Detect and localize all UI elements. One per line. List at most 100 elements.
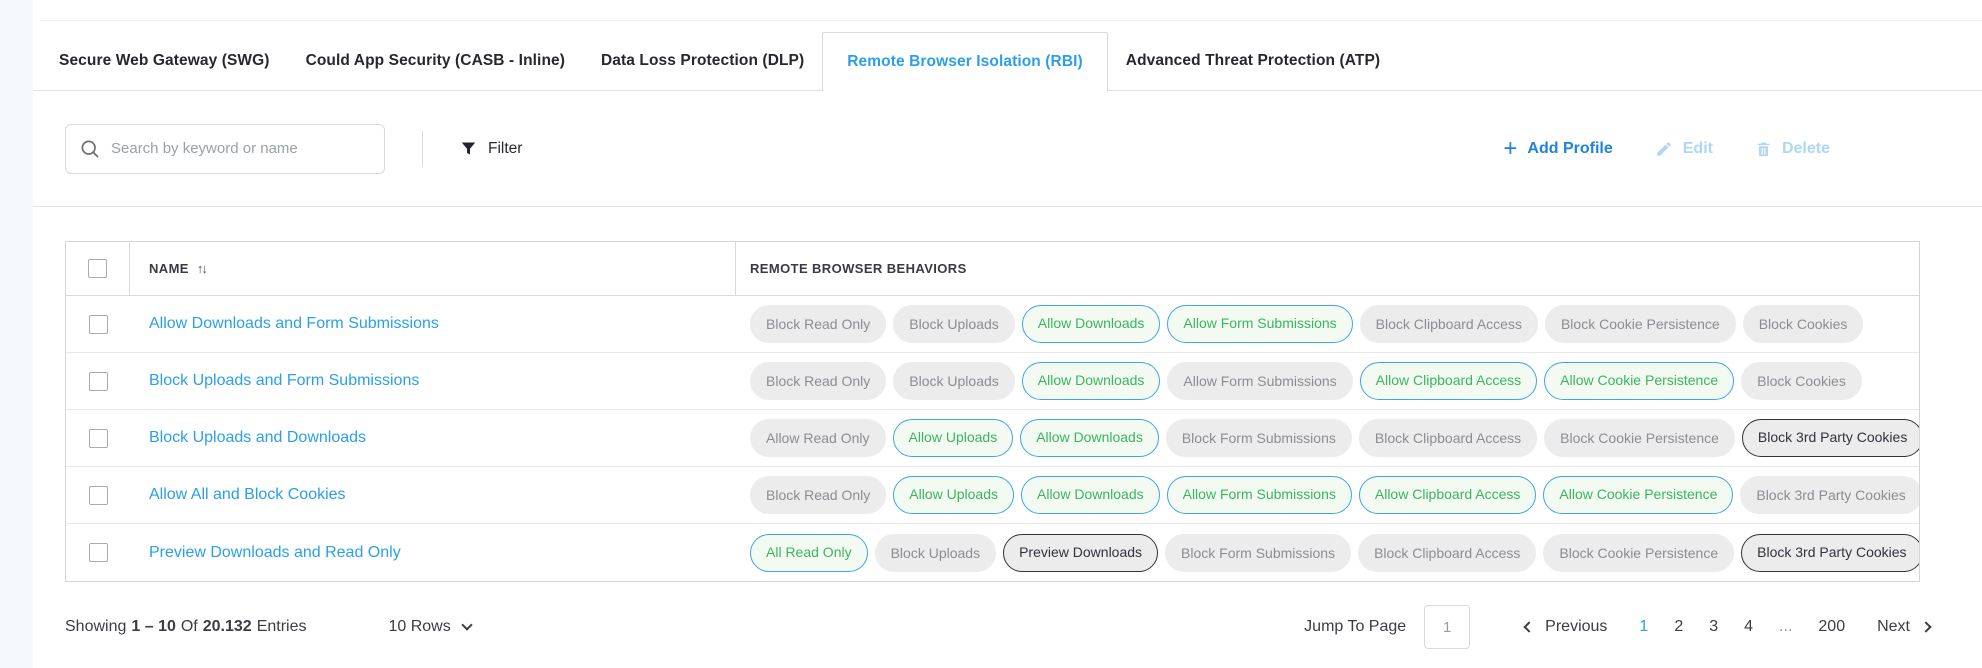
behavior-badge: Allow Downloads (1020, 419, 1159, 457)
search-icon (81, 140, 99, 157)
profile-name-link[interactable]: Block Uploads and Form Submissions (149, 372, 420, 389)
next-page-button[interactable]: Next (1877, 618, 1932, 636)
toolbar-actions: + Add Profile Edit Delete (1503, 134, 1830, 162)
edit-button[interactable]: Edit (1655, 140, 1713, 158)
pagination: Previous 1 2 3 4... 200 Next (1523, 618, 1932, 636)
add-profile-button[interactable]: + Add Profile (1503, 134, 1613, 162)
tab-secure-web-gateway-swg[interactable]: Secure Web Gateway (SWG) (59, 52, 270, 69)
name-column-header[interactable]: NAME ↑↓ (130, 242, 736, 295)
behavior-badge: Allow Downloads (1021, 476, 1160, 514)
page-4[interactable]: 4 (1744, 618, 1754, 635)
row-name-cell: Allow Downloads and Form Submissions (130, 296, 736, 352)
behavior-badge: Allow Read Only (750, 419, 886, 457)
behavior-badge: Block Read Only (750, 476, 887, 514)
row-name-cell: Block Uploads and Downloads (130, 410, 736, 466)
behavior-badge: Block Cookie Persistence (1543, 533, 1735, 572)
chevron-right-icon (1920, 621, 1932, 633)
chevron-down-icon (461, 619, 473, 631)
behavior-badge: Allow Uploads (893, 476, 1014, 514)
behavior-badge: Block 3rd Party Cookies (1741, 533, 1919, 572)
profile-name-link[interactable]: Block Uploads and Downloads (149, 429, 367, 446)
profile-name-link[interactable]: Allow All and Block Cookies (149, 486, 346, 503)
behaviors-column-label: REMOTE BROWSER BEHAVIORS (750, 261, 967, 276)
row-checkbox-cell (66, 410, 130, 466)
behavior-badge: Allow Cookie Persistence (1544, 362, 1735, 400)
page-1[interactable]: 1 (1639, 618, 1649, 635)
tab-advanced-threat-protection-atp[interactable]: Advanced Threat Protection (ATP) (1125, 52, 1381, 69)
behavior-badge: Block Uploads (874, 533, 997, 572)
profile-name-link[interactable]: Preview Downloads and Read Only (149, 543, 401, 561)
profile-name-link[interactable]: Allow Downloads and Form Submissions (149, 315, 439, 332)
table-row: Block Uploads and Downloads Allow Read On… (66, 410, 1919, 467)
tab-remote-browser-isolation-rbi[interactable]: Remote Browser Isolation (RBI) (822, 32, 1108, 91)
behavior-badge: Block Uploads (893, 362, 1015, 400)
showing-entries-label: Entries (256, 618, 307, 635)
rows-per-page-select[interactable]: 10 Rows (388, 618, 473, 636)
behavior-badge: Allow Downloads (1021, 362, 1161, 400)
showing-range: 1 – 10 (131, 618, 176, 635)
showing-total: 20.132 (202, 618, 252, 635)
behavior-badge: Block Clipboard Access (1358, 533, 1537, 572)
plus-icon: + (1503, 134, 1518, 162)
behavior-badge: Block 3rd Party Cookies (1741, 419, 1919, 457)
behavior-badge: Allow Form Submissions (1167, 305, 1353, 343)
page-left-gutter (0, 0, 33, 668)
row-checkbox[interactable] (88, 543, 108, 562)
row-checkbox-cell (66, 296, 130, 352)
behavior-badge: Block Read Only (750, 362, 887, 400)
add-profile-label: Add Profile (1527, 139, 1613, 157)
row-name-cell: Preview Downloads and Read Only (130, 524, 736, 581)
edit-label: Edit (1682, 139, 1713, 157)
delete-label: Delete (1781, 139, 1830, 157)
page-2[interactable]: 2 (1674, 618, 1684, 635)
showing-of: Of (180, 618, 198, 635)
showing-entries-text: Showing 1 – 10 Of 20.132 Entries (65, 618, 306, 636)
page-ellipsis: ... (1779, 618, 1793, 635)
behavior-badge: Block Form Submissions (1165, 533, 1352, 572)
tab-could-app-security-casb-inline[interactable]: Could App Security (CASB - Inline) (305, 52, 565, 69)
profiles-table: NAME ↑↓ REMOTE BROWSER BEHAVIORS Allow D… (65, 241, 1920, 582)
rows-per-page-value: 10 Rows (388, 618, 451, 635)
delete-button[interactable]: Delete (1755, 140, 1830, 158)
behavior-badge: Block Clipboard Access (1359, 305, 1538, 343)
name-column-label: NAME (149, 261, 189, 276)
table-row: Block Uploads and Form Submissions Block … (66, 353, 1919, 410)
toolbar: Filter + Add Profile Edit Delete (33, 91, 1982, 207)
page-200[interactable]: 200 (1818, 618, 1846, 635)
behavior-badge: Block Uploads (893, 305, 1015, 343)
behavior-badge: Allow Downloads (1021, 305, 1161, 343)
previous-label: Previous (1545, 618, 1608, 635)
behavior-badge: Block Form Submissions (1165, 419, 1352, 457)
row-checkbox[interactable] (88, 428, 108, 448)
jump-to-page-label: Jump To Page (1304, 618, 1407, 635)
behavior-badge: Block Clipboard Access (1358, 419, 1538, 457)
select-all-checkbox[interactable] (88, 259, 107, 278)
top-divider (40, 20, 1982, 21)
rbi-profiles-page: Secure Web Gateway (SWG) Could App Securi… (33, 0, 1982, 668)
sort-icon[interactable]: ↑↓ (196, 261, 208, 276)
behaviors-column-header: REMOTE BROWSER BEHAVIORS (736, 242, 1919, 295)
row-name-cell: Allow All and Block Cookies (130, 467, 736, 523)
behavior-badge: Block Cookies (1741, 362, 1862, 400)
row-checkbox[interactable] (88, 314, 108, 334)
tab-data-loss-protection-dlp[interactable]: Data Loss Protection (DLP) (601, 52, 805, 69)
search-input[interactable] (111, 140, 370, 157)
row-checkbox[interactable] (88, 371, 108, 391)
behavior-badge: Allow Form Submissions (1167, 362, 1353, 400)
search-box[interactable] (65, 123, 385, 174)
row-checkbox[interactable] (88, 485, 108, 505)
behavior-badge: Block Cookie Persistence (1544, 419, 1735, 457)
row-checkbox-cell (66, 467, 130, 523)
filter-button[interactable]: Filter (460, 140, 522, 158)
jump-to-page-input[interactable] (1424, 605, 1471, 649)
table-row: Allow Downloads and Form Submissions Bloc… (66, 296, 1919, 353)
behavior-badge: Block Read Only (750, 305, 887, 343)
previous-page-button[interactable]: Previous (1523, 618, 1608, 636)
header-checkbox-cell (66, 242, 130, 295)
next-label: Next (1877, 618, 1910, 635)
page-3[interactable]: 3 (1709, 618, 1719, 635)
